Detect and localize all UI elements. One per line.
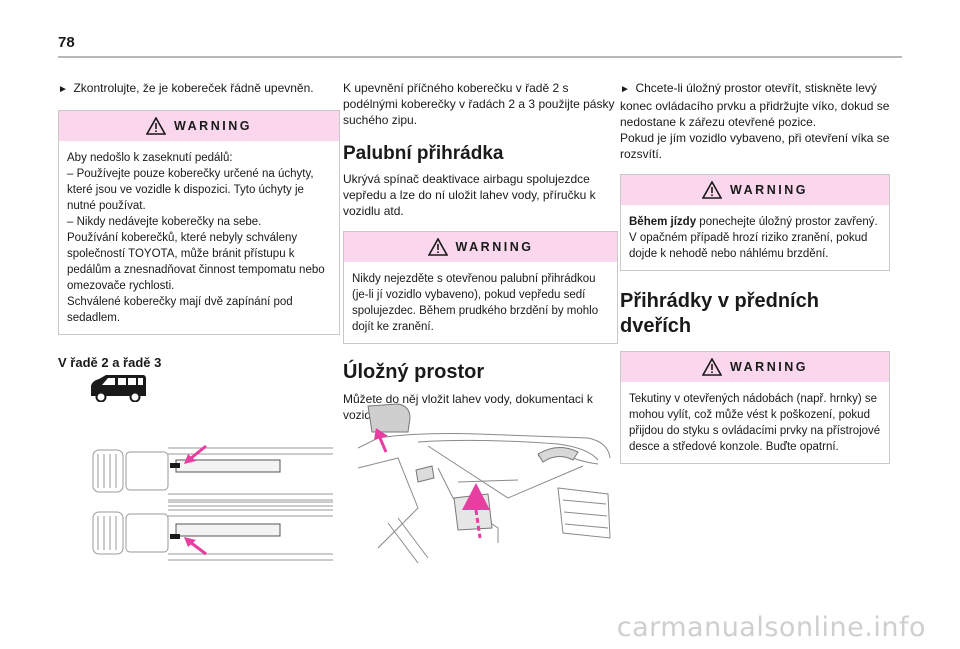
floor-mat-diagram [92, 444, 333, 561]
warning-text: Během jízdy ponechejte úložný prostor za… [629, 214, 881, 262]
warning-line-5: Schválené koberečky mají dvě zapínání po… [67, 296, 293, 324]
van-icon [91, 375, 146, 402]
warning-text: Nikdy nejezděte s otevřenou palubní přih… [352, 273, 599, 333]
warning-box-liquids: WARNING Tekutiny v otevřených nádobách (… [620, 351, 890, 464]
dashboard-storage-illustration [358, 403, 611, 564]
heading-storage: Úložný prostor [343, 361, 485, 383]
heading-glovebox: Palubní přihrádka [343, 143, 504, 164]
warning-header: WARNING [59, 111, 339, 141]
warning-line-2: – Používejte pouze koberečky určené na ú… [67, 168, 314, 212]
warning-rest: ponechejte úložný prostor zavřený. V opa… [629, 216, 878, 260]
header-rule [58, 56, 902, 58]
warning-title: WARNING [730, 183, 808, 197]
warning-body: Aby nedošlo k zaseknutí pedálů: – Použív… [59, 141, 339, 334]
warning-triangle-icon [702, 358, 723, 376]
glovebox-description: Ukrývá spínač deaktivace airbagu spoluje… [343, 172, 596, 218]
warning-title: WARNING [730, 360, 808, 374]
warning-triangle-icon [146, 117, 167, 135]
warning-header: WARNING [621, 175, 889, 205]
warning-box-driving: WARNING Během jízdy ponechejte úložný pr… [620, 174, 890, 271]
warning-line-3: – Nikdy nedávejte koberečky na sebe. [67, 216, 262, 228]
bullet-check-mat: Zkontrolujte, že je kobereček řádně u… [58, 80, 340, 98]
watermark: carmanualsonline.info [616, 612, 926, 643]
column-2: K upevnění příčného koberečku v řadě 2 s… [343, 80, 618, 423]
warning-title: WARNING [174, 119, 252, 133]
heading-door-pockets: Přihrádky v předních dveřích [620, 290, 819, 337]
warning-title: WARNING [455, 240, 534, 254]
warning-body: Nikdy nejezděte s otevřenou palubní přih… [344, 262, 617, 343]
warning-triangle-icon [427, 238, 448, 256]
subheading-rows-2-3: V řadě 2 a řadě 3 [58, 355, 162, 370]
warning-bold-lead: Během jízdy [629, 216, 697, 228]
warning-text: Tekutiny v otevřených nádobách (např. hr… [629, 393, 881, 453]
warning-line-1: Aby nedošlo k zaseknutí pedálů: [67, 152, 233, 164]
bullet-open-storage: Chcete-li úložný prostor otevřít, stiskn… [620, 80, 890, 130]
warning-header: WARNING [621, 352, 889, 382]
column-3: Chcete-li úložný prostor otevřít, stiskn… [620, 80, 890, 464]
warning-body: Tekutiny v otevřených nádobách (např. hr… [621, 382, 889, 463]
warning-triangle-icon [702, 181, 723, 199]
warning-header: WARNING [344, 232, 617, 262]
warning-line-4: Používání koberečků, které nebyly schvál… [67, 232, 325, 292]
warning-box-glovebox: WARNING Nikdy nejezděte s otevřenou palu… [343, 231, 618, 344]
page-number: 78 [58, 34, 75, 51]
velcro-intro: K upevnění příčného koberečku v řadě 2 s… [343, 81, 615, 127]
warning-body: Během jízdy ponechejte úložný prostor za… [621, 205, 889, 270]
column-1: Zkontrolujte, že je kobereček řádně u… [58, 80, 340, 376]
light-note: Pokud je jím vozidlo vybaveno, při otevř… [620, 131, 890, 161]
warning-box-pedals: WARNING Aby nedošlo k zaseknutí pedálů: … [58, 110, 340, 335]
